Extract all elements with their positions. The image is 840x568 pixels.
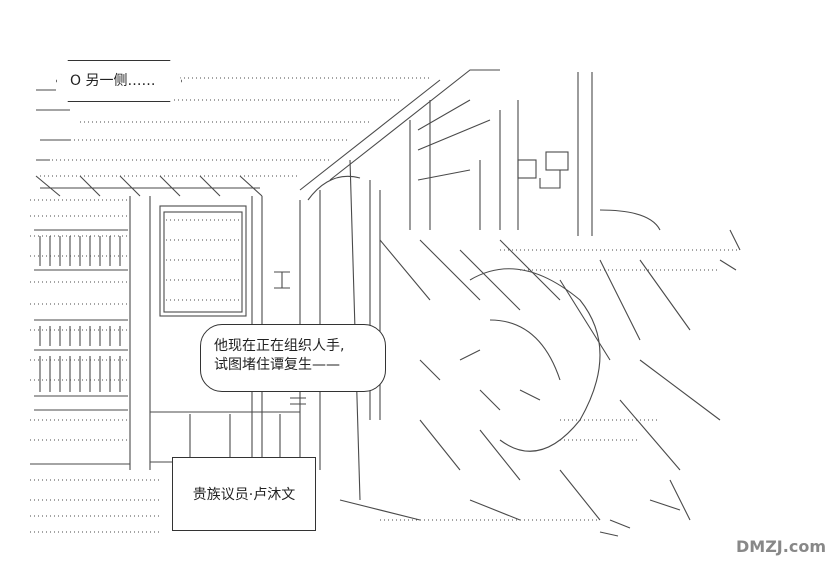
watermark-text: DMZJ.com bbox=[736, 537, 826, 556]
roof-eave bbox=[35, 175, 263, 197]
crowd-line bbox=[619, 359, 721, 471]
small-mark bbox=[274, 271, 290, 289]
window-fill bbox=[166, 219, 240, 301]
tower bbox=[417, 99, 491, 181]
crowd-line bbox=[719, 229, 741, 271]
window-frame bbox=[159, 205, 247, 317]
roof-slope bbox=[329, 69, 500, 181]
caption-box bbox=[56, 60, 182, 102]
speech-line-1: 他现在正在组织人手, bbox=[214, 338, 345, 354]
small-mark bbox=[419, 349, 481, 381]
small-mark bbox=[599, 519, 631, 537]
crowd-line bbox=[649, 479, 691, 521]
caption-text: O 另一侧…… bbox=[70, 73, 156, 89]
ground-line bbox=[189, 414, 281, 460]
crowd-line bbox=[379, 239, 561, 311]
figure-outline bbox=[489, 319, 561, 381]
speech-bubble: 他现在正在组织人手, 试图堵住谭复生—— bbox=[200, 324, 386, 392]
small-mark bbox=[479, 389, 541, 411]
crowd-line bbox=[559, 259, 691, 361]
crowd-line bbox=[419, 419, 601, 521]
railing bbox=[34, 229, 128, 411]
figure-outline bbox=[599, 209, 661, 231]
name-tag: 贵族议员·卢沐文 bbox=[172, 457, 316, 531]
window-frame bbox=[163, 211, 243, 313]
watermark-logo: DMZJ.com bbox=[736, 537, 826, 556]
tower bbox=[577, 72, 593, 236]
speech-line-2: 试图堵住谭复生—— bbox=[214, 357, 340, 373]
arch bbox=[307, 175, 361, 201]
sign-box bbox=[517, 159, 537, 179]
sign-box bbox=[545, 151, 569, 171]
tower bbox=[409, 100, 519, 230]
crowd-line bbox=[339, 499, 521, 521]
railing-posts bbox=[39, 236, 121, 266]
small-mark bbox=[290, 397, 306, 405]
sign-post bbox=[539, 170, 561, 189]
figure-outline bbox=[469, 268, 601, 452]
railing-posts bbox=[39, 356, 121, 392]
roof-slope bbox=[299, 79, 441, 191]
roof-edge bbox=[36, 89, 70, 161]
railing-posts bbox=[39, 326, 121, 346]
